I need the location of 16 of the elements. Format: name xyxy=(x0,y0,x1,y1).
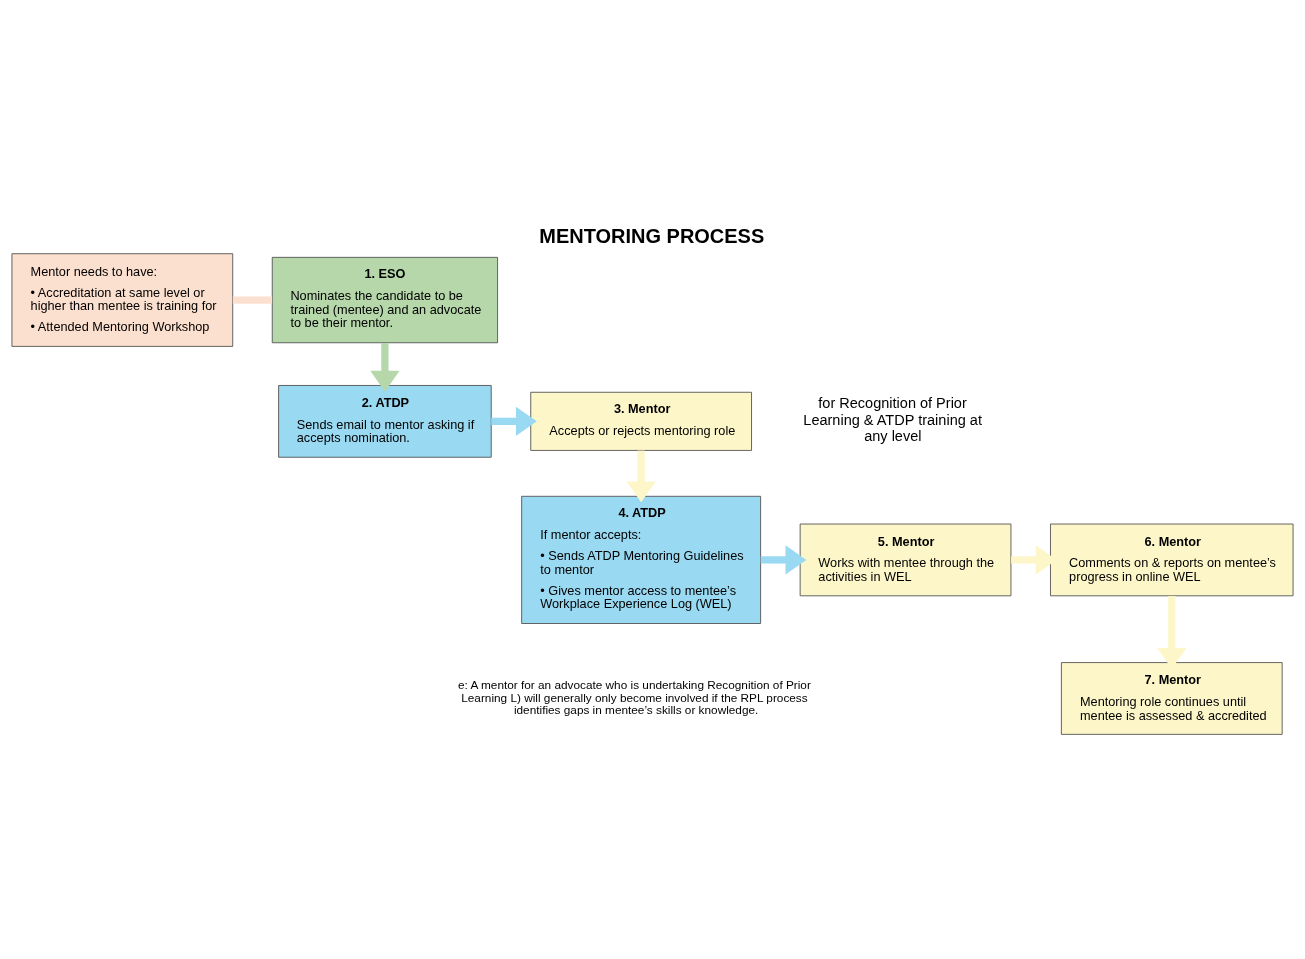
arrow xyxy=(491,406,537,436)
node-box: 5. Mentor Works with mentee through the activities in WEL xyxy=(799,523,1012,597)
node-box: 4. ATDP If mentor accepts: • Sends ATDP Mentoring Guidelines to mentor • Gives mentor access to mentee’s Workplace Experience Log (WEL) xyxy=(521,495,762,624)
node-box: Mentor needs to have: • Accreditation at same level or higher than mentee is training for • Attended Mentoring Workshop xyxy=(11,253,234,347)
arrow xyxy=(760,545,807,575)
label: e: A mentor for an advocate who is undertaking Recognition of Prior Learning L) will generally only become involved if the RPL process identifies gaps in mentee’s skills or knowledge. xyxy=(458,677,811,718)
node-box: 1. ESO Nominates the candidate to be trained (mentee) and an advocate to be their mentor. xyxy=(271,256,499,344)
arrow xyxy=(626,450,656,503)
node-box: 2. ATDP Sends email to mentor asking if accepts nomination. xyxy=(278,385,492,458)
node-box: 6. Mentor Comments on & reports on mentee’s progress in online WEL xyxy=(1050,523,1294,597)
diagram-title: MENTORING PROCESS xyxy=(539,225,765,248)
arrow xyxy=(370,343,400,392)
label: for Recognition of Prior Learning & ATDP training at any level xyxy=(803,395,982,445)
node-box: 3. Mentor Accepts or rejects mentoring role xyxy=(530,391,752,451)
connector xyxy=(232,296,273,304)
node-box: 7. Mentor Mentoring role continues until mentee is assessed & accredited xyxy=(1060,662,1283,735)
